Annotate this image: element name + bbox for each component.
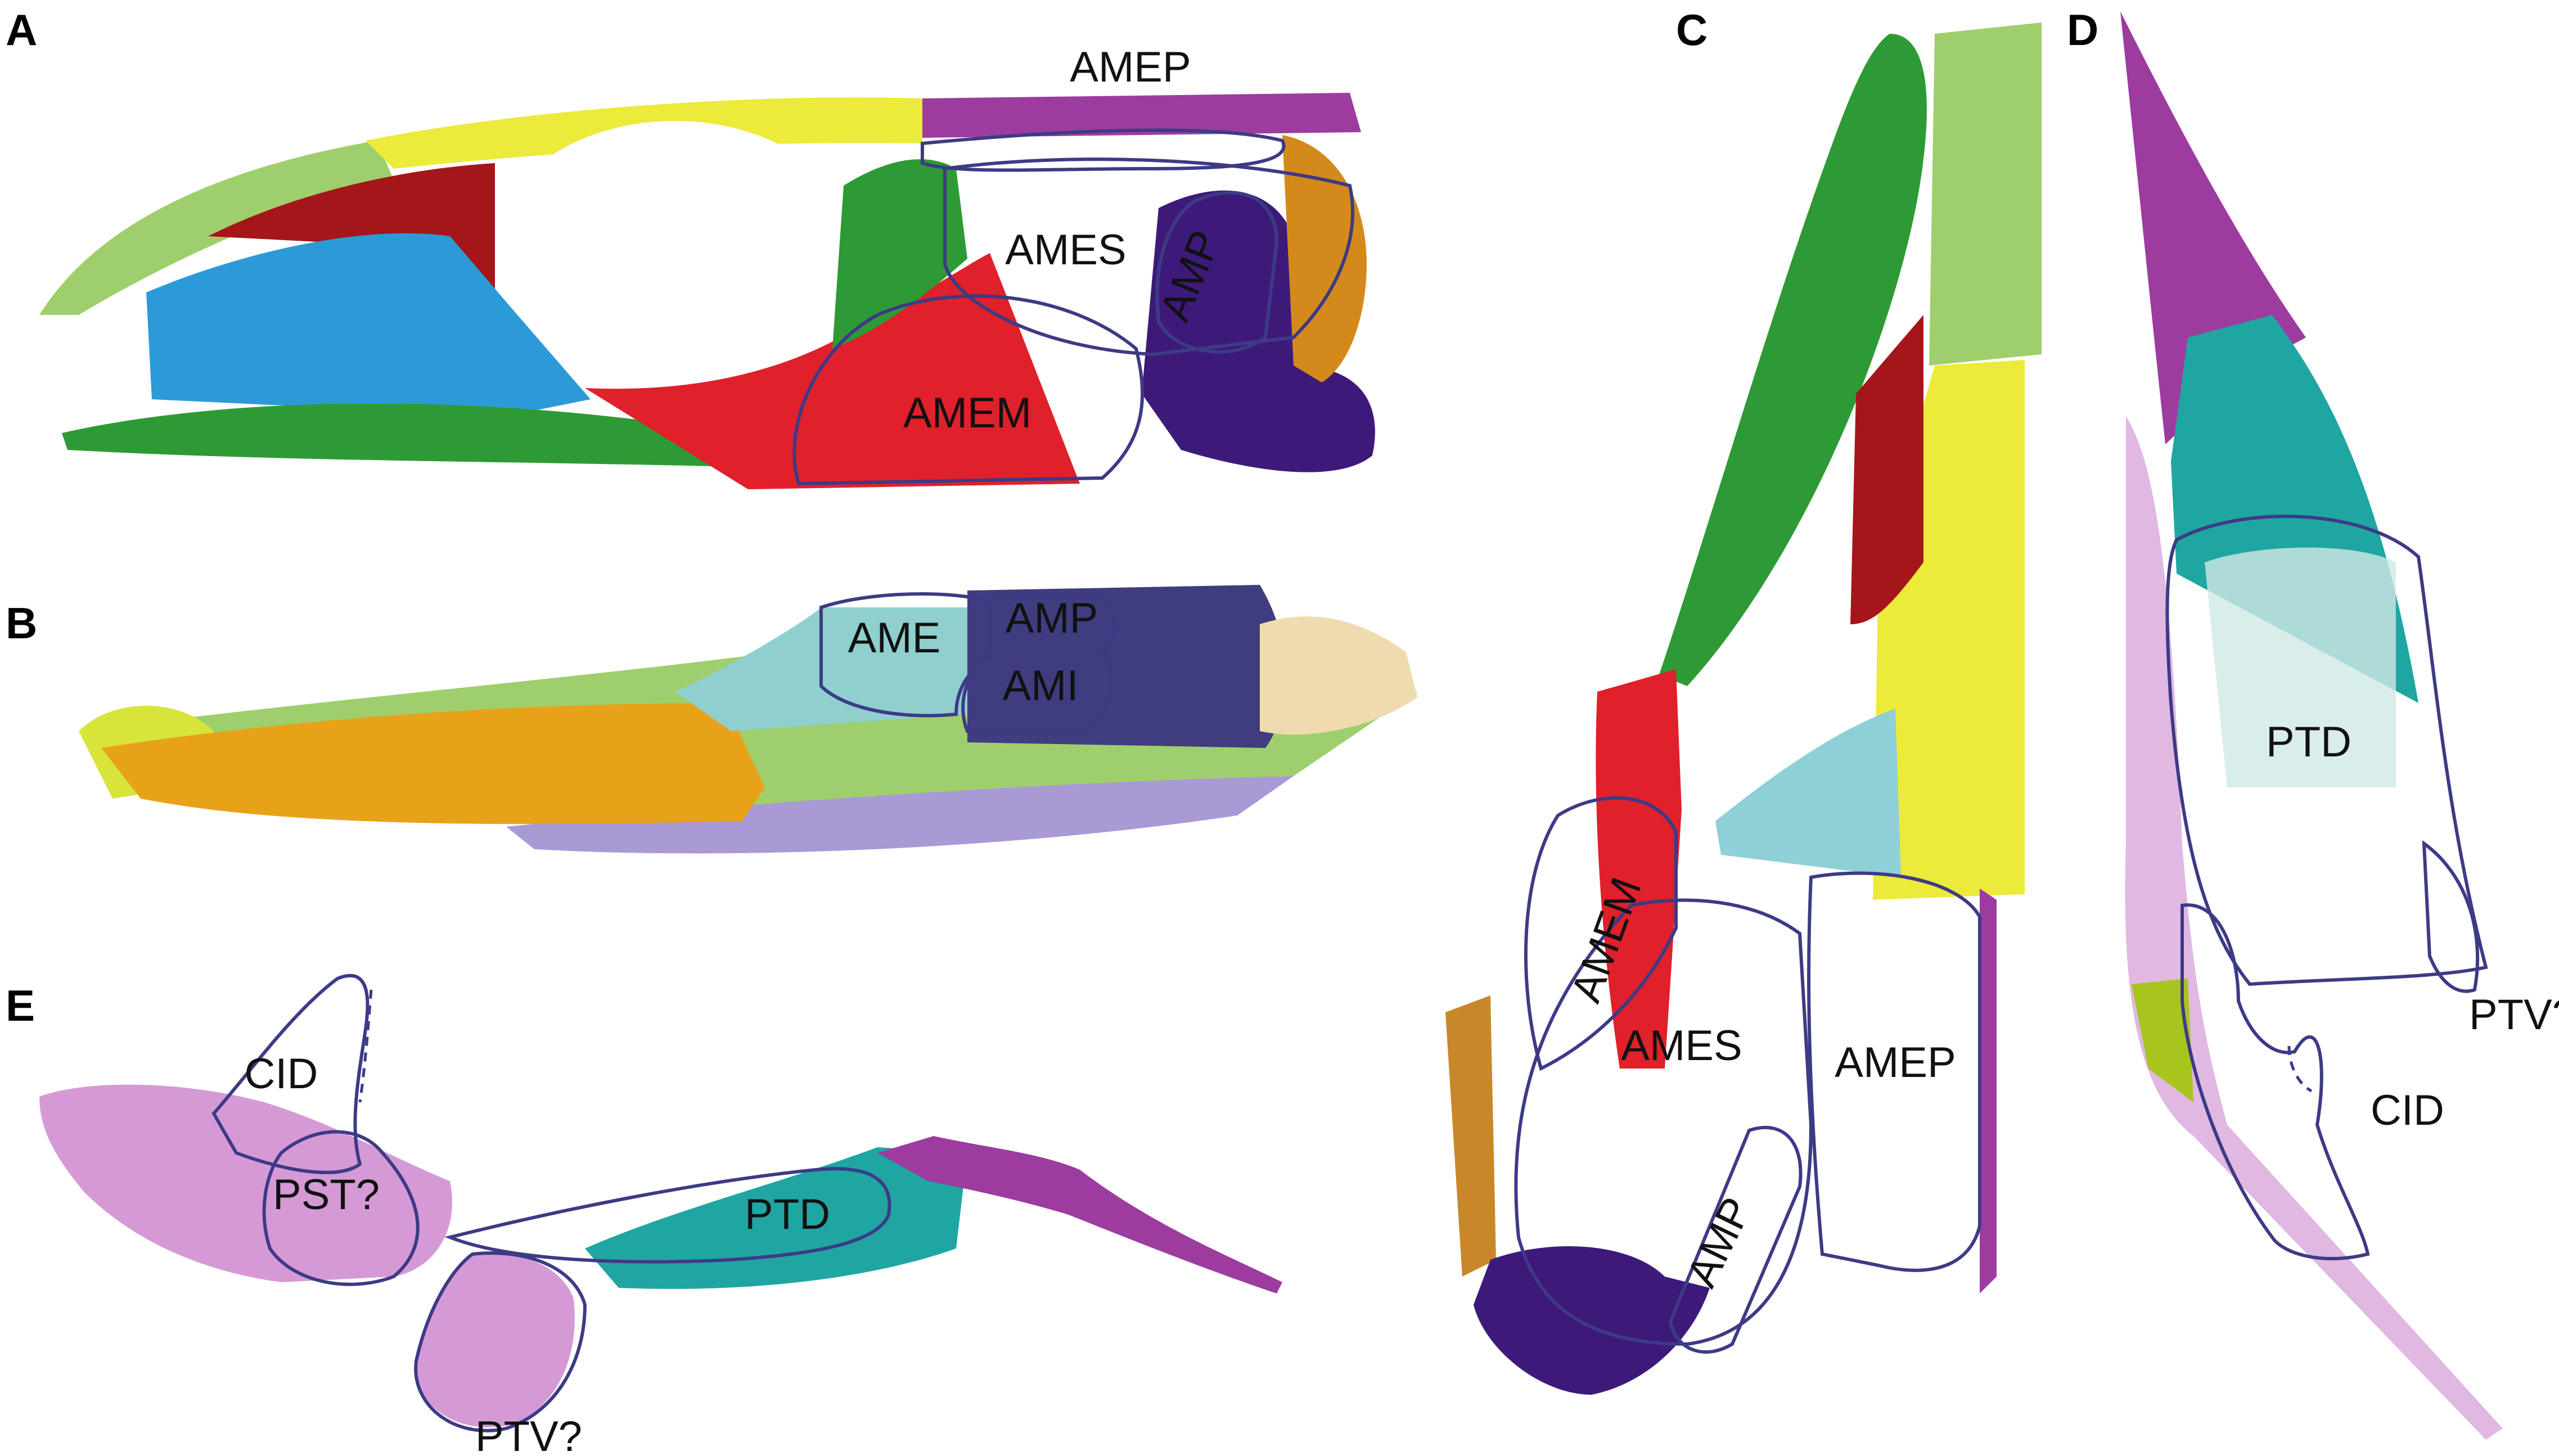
purple-element-e [877, 1136, 1282, 1293]
cream-articular-b [1260, 616, 1417, 735]
amem-muscle-c [1524, 796, 1678, 1071]
red-bone-c [1596, 669, 1682, 1069]
teal-element-e [585, 1147, 967, 1289]
dark-red-bone-c [1850, 315, 1923, 624]
amep-muscle-c [1807, 871, 1981, 1272]
ame-muscle-b [819, 592, 992, 718]
label-ptv-e: PTV? [475, 1413, 582, 1456]
cid-divider-e [358, 989, 373, 1103]
ami-muscle-b [961, 651, 1114, 733]
panel-a-letter: A [6, 5, 37, 55]
panel-b: B AME AMP AMI [6, 585, 1417, 854]
panel-e-letter: E [6, 981, 35, 1030]
ames-muscle-c [1514, 898, 1813, 1346]
dark-green-bone-c [1659, 34, 1927, 686]
pink-base-d [2125, 416, 2503, 1440]
cid-muscle-e [211, 973, 370, 1174]
label-ami-b: AMI [1002, 662, 1078, 710]
pst-muscle-e [262, 1130, 420, 1286]
label-amp-b: AMP [1006, 594, 1098, 642]
navy-element-b [967, 585, 1286, 748]
amp-muscle-a [1155, 191, 1279, 354]
squamosal-orange-a [1282, 135, 1367, 382]
panel-d-letter: D [2067, 5, 2098, 55]
label-ame-b: AME [848, 614, 941, 662]
panel-e: E CID PST? PTD PTV? [6, 973, 1282, 1456]
jugal-bone-a [585, 253, 1080, 489]
amp-muscle-c [1668, 1126, 1803, 1354]
dark-red-prefrontal-a [208, 163, 495, 366]
panel-c-letter: C [1676, 5, 1707, 55]
orbit-opening-a [495, 121, 855, 374]
label-ptv-d: PTV? [2469, 991, 2559, 1039]
ptd-inner-fill-d [2205, 547, 2396, 787]
pink-pterygoid-body-e [39, 1084, 452, 1282]
orange-bone-c [1445, 995, 1496, 1277]
dentary-bone-a [62, 403, 737, 467]
ptd-muscle-e [444, 1167, 891, 1264]
teal-element-c [1715, 709, 1901, 877]
ptd-muscle-d [2165, 515, 2488, 986]
label-cid-e: CID [245, 1050, 318, 1098]
purple-element-c [1980, 889, 1997, 1293]
dark-purple-quadrate-c [1474, 1246, 1710, 1395]
panel-c: C AMEM AMES AMEP AMP [1445, 5, 2042, 1395]
cid-muscle-d [2180, 903, 2370, 1261]
label-pst-e: PST? [273, 1171, 380, 1219]
label-ames-c: AMES [1621, 1022, 1742, 1070]
label-amep-c: AMEP [1835, 1039, 1956, 1087]
label-ptd-e: PTD [745, 1191, 830, 1238]
green-element-d [2132, 979, 2193, 1102]
quadrate-dark-purple-a [1142, 190, 1375, 472]
ptv-lobe-e [416, 1253, 575, 1427]
cid-divider-d [2287, 1045, 2313, 1093]
orange-element-b [101, 703, 765, 824]
maxilla-bone-a [146, 233, 591, 416]
label-amem-a: AMEM [903, 389, 1031, 437]
ptv-muscle-d [2422, 840, 2480, 993]
label-amp-c: AMP [1678, 1190, 1761, 1294]
amep-muscle-a [921, 128, 1286, 172]
label-ames-a: AMES [1005, 226, 1126, 274]
amem-muscle-a [792, 294, 1145, 486]
panel-a: A AMEP AMES AMP AMEM [6, 5, 1375, 489]
panel-d: D PTD PTV? CID [2067, 5, 2559, 1440]
green-postorbital-a [832, 159, 967, 349]
premaxilla-bone-a [39, 141, 394, 315]
light-green-strip-c [1929, 22, 2042, 366]
label-cid-d: CID [2371, 1087, 2444, 1134]
ames-muscle-a [943, 157, 1355, 357]
lavender-element-b [506, 776, 1294, 854]
ptv-muscle-e [414, 1251, 587, 1432]
label-ptd-d: PTD [2266, 718, 2351, 766]
skull-roof-purple-a [922, 93, 1361, 138]
label-amep-a: AMEP [1070, 43, 1191, 91]
panel-b-letter: B [6, 598, 37, 648]
